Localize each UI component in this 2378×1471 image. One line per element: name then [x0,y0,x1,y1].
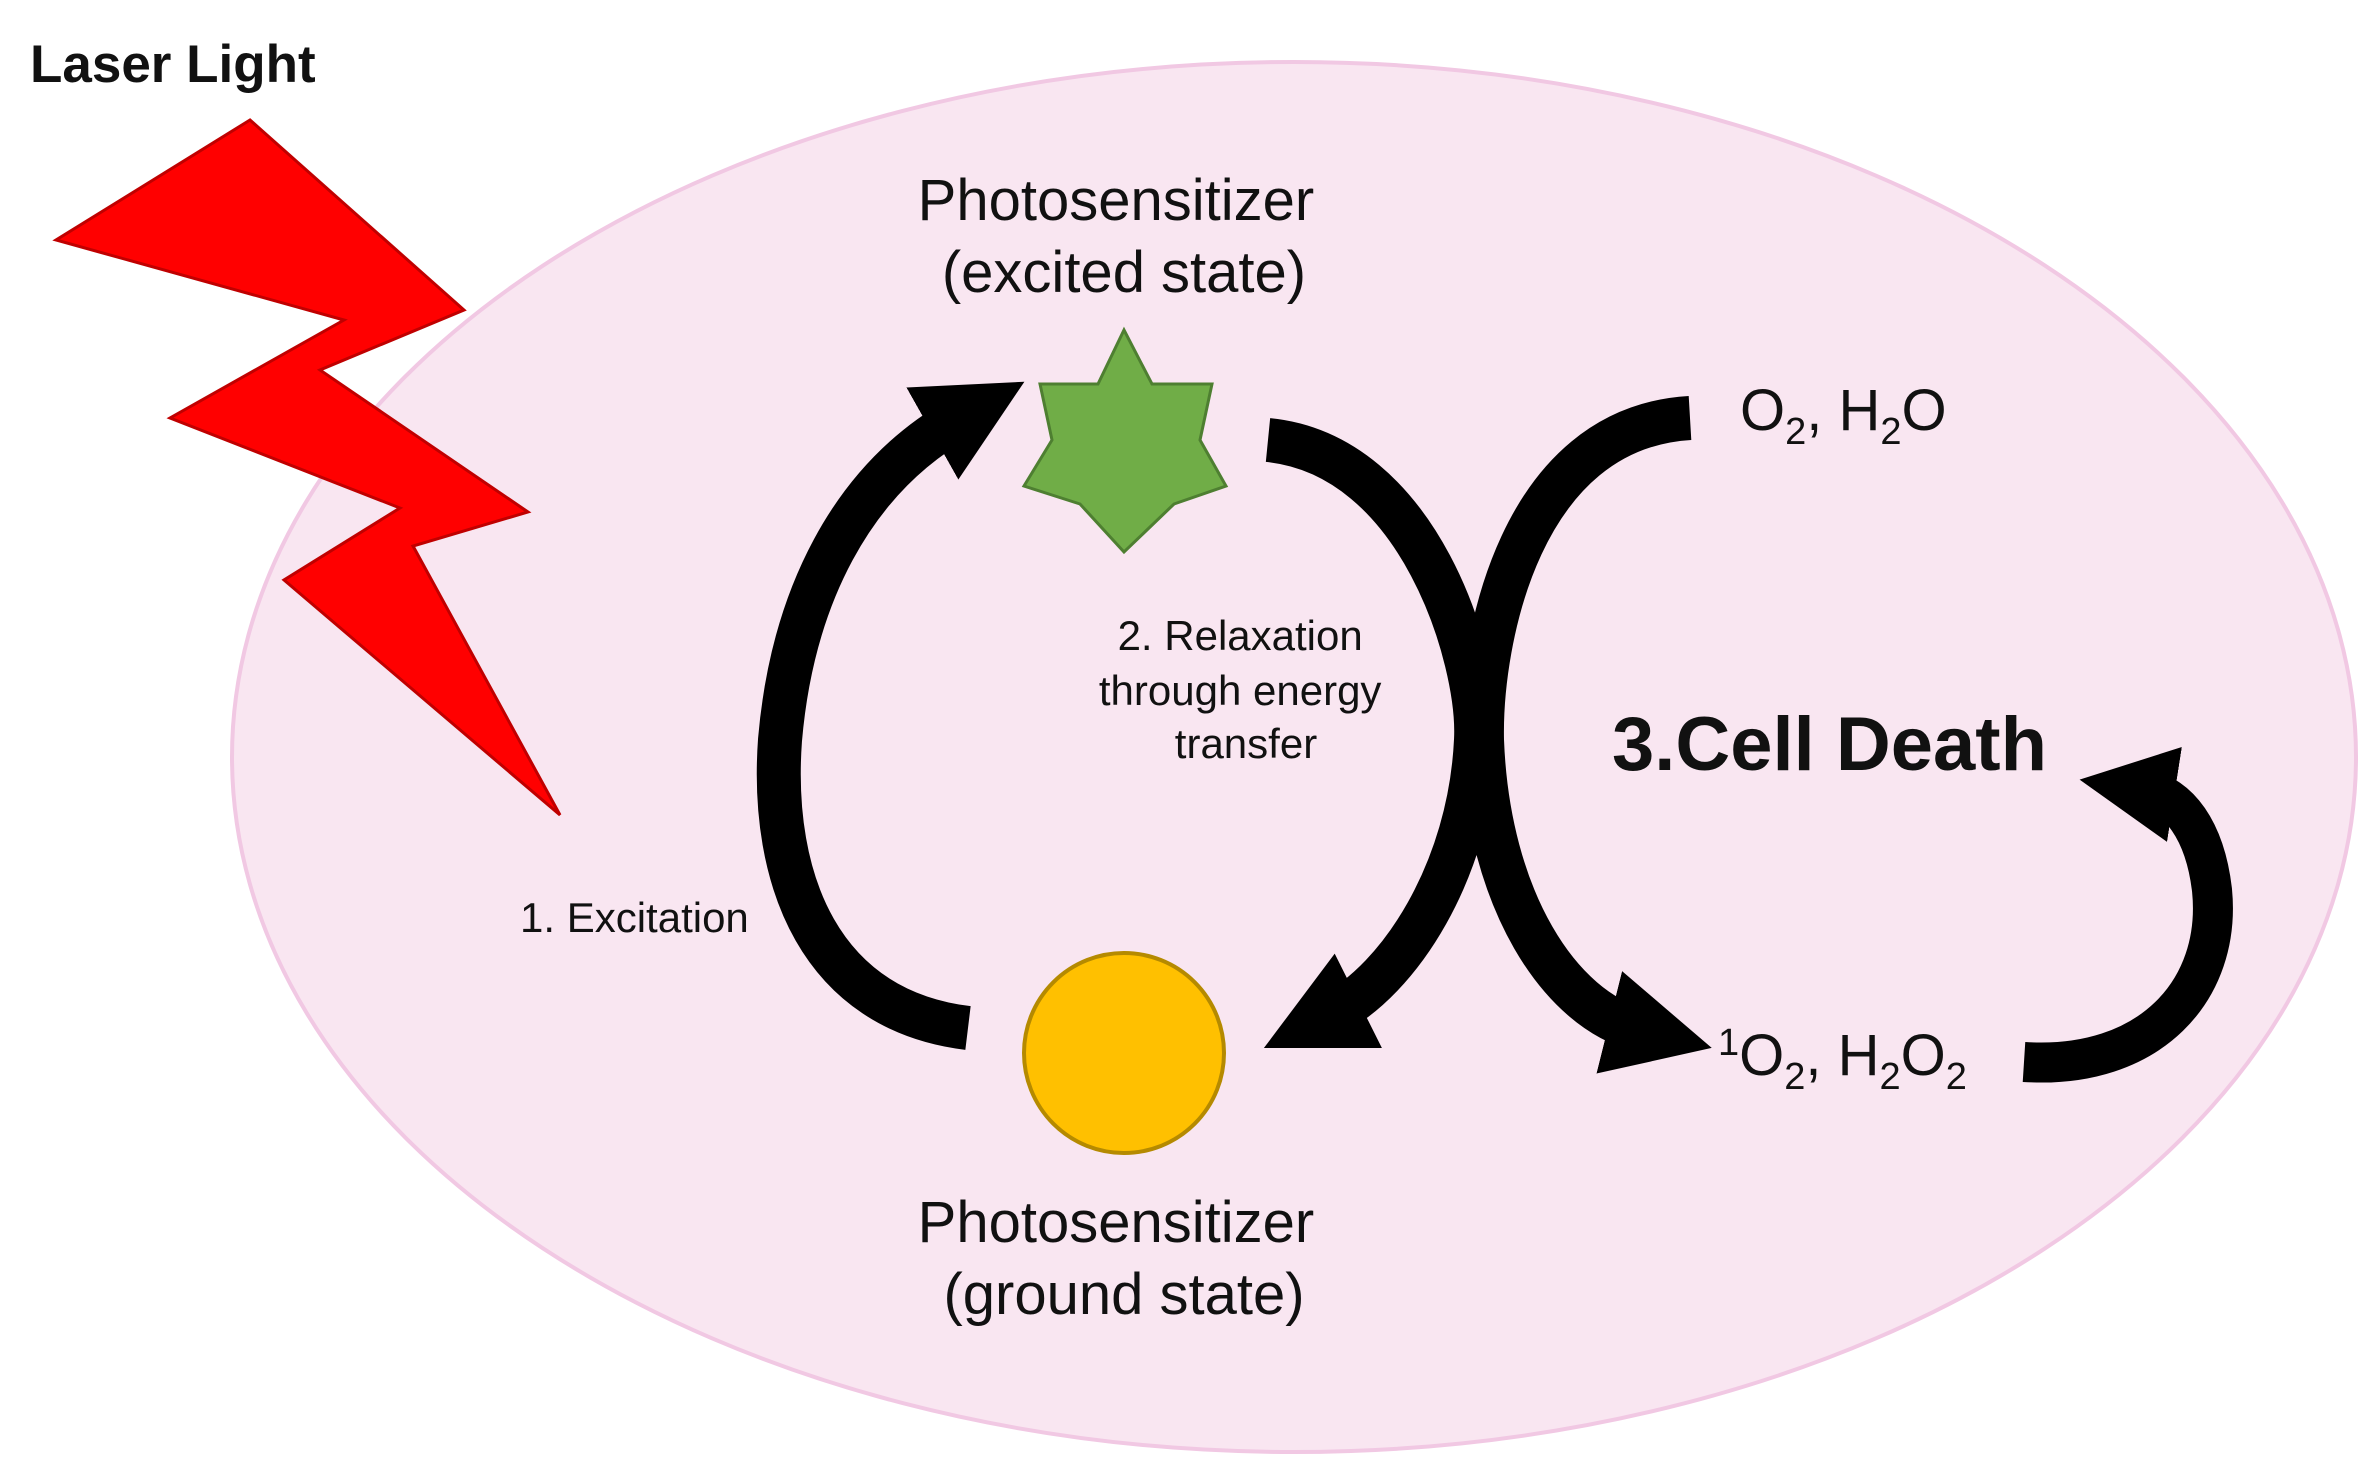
reactive-species-label: 1O2, H2O2 [1718,1022,1967,1098]
excited-state-line1: Photosensitizer [918,168,1315,233]
relaxation-line3: transfer [1175,720,1317,767]
excitation-step-label: 1. Excitation [520,894,749,941]
oxygen-conversion-arrow [1459,396,1712,1074]
ground-state-line1: Photosensitizer [918,1190,1315,1255]
laser-bolt-icon [52,118,562,817]
excited-state-star-icon [1021,326,1229,555]
oxygen-water-h-sub: 2 [1880,411,1901,453]
oxygen-water-tail: O [1902,378,1947,443]
reactive-species-o: O [1739,1023,1784,1088]
ground-state-line2: (ground state) [943,1262,1304,1327]
relaxation-line1: 2. Relaxation [1118,612,1363,659]
ground-state-label: Photosensitizer (ground state) [918,1190,1331,1327]
oxygen-water-label: O2, H2O [1740,378,1947,453]
cell-death-arrow [2022,747,2233,1083]
excited-state-label: Photosensitizer (excited state) [918,168,1331,305]
reactive-species-sep: , H [1805,1023,1879,1088]
oxygen-water-sep: , H [1806,378,1880,443]
laser-light-title: Laser Light [30,35,316,94]
oxygen-water-o: O [1740,378,1785,443]
excitation-arrow [756,381,1025,1050]
reactive-species-h-sub: 2 [1880,1056,1901,1098]
excited-state-line2: (excited state) [942,240,1306,305]
relaxation-line2: through energy [1099,667,1382,714]
oxygen-water-o-sub: 2 [1785,411,1806,453]
relaxation-step-label: 2. Relaxation through energy transfer [1099,612,1393,767]
cell-ellipse [230,60,2358,1454]
reactive-species-tail-sub: 2 [1946,1056,1967,1098]
reactive-species-o-sub: 2 [1784,1056,1805,1098]
cell-death-label: 3.Cell Death [1612,702,2047,787]
reactive-species-o2: O [1901,1023,1946,1088]
ground-state-circle-icon [1022,951,1226,1155]
reactive-species-sup: 1 [1718,1022,1739,1064]
